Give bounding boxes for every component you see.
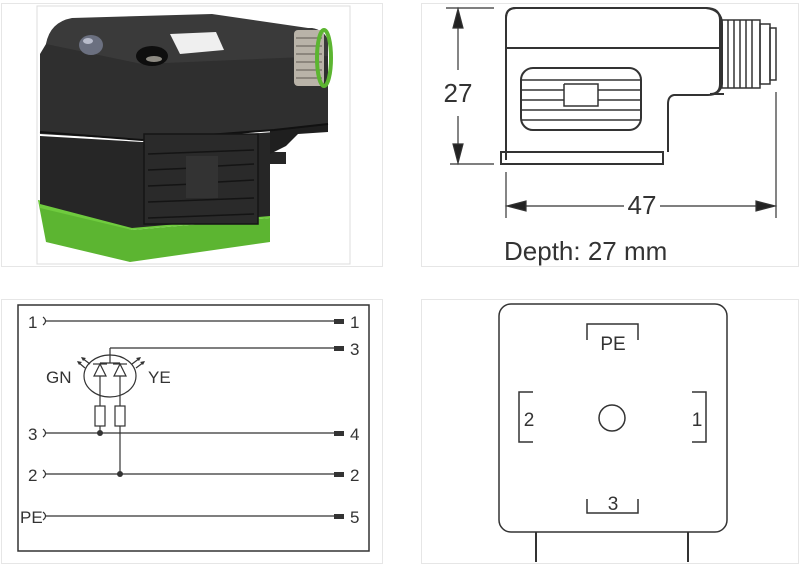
- product-photo-panel: [1, 3, 383, 267]
- right-pin-1: 1: [350, 313, 359, 332]
- wiring-diagram-panel: 1 3 2 PE 1 3 4 2 5 GN YE: [1, 299, 383, 564]
- width-label: 47: [628, 190, 657, 220]
- pin-2-label: 2: [524, 410, 535, 431]
- left-pin-2: 2: [28, 466, 37, 485]
- led-green-label: GN: [46, 368, 72, 387]
- left-pin-pe: PE: [20, 508, 43, 527]
- led-yellow-label: YE: [148, 368, 171, 387]
- left-pin-1: 1: [28, 313, 37, 332]
- pin-3-label: 3: [608, 494, 619, 515]
- right-pin-4: 4: [350, 425, 359, 444]
- dimension-drawing: 27 47 Depth: 27 mm: [444, 6, 778, 266]
- wiring-diagram: 1 3 2 PE 1 3 4 2 5 GN YE: [17, 304, 370, 552]
- right-pin-2: 2: [350, 466, 359, 485]
- depth-text: Depth: 27 mm: [504, 236, 667, 266]
- product-photo: [36, 5, 351, 265]
- pin-1-label: 1: [692, 410, 703, 431]
- height-label: 27: [444, 78, 473, 108]
- pinout-panel: PE 2 1 3: [421, 299, 799, 564]
- pinout-face: PE 2 1 3: [498, 303, 728, 562]
- dimension-drawing-panel: 27 47 Depth: 27 mm: [421, 3, 799, 267]
- pin-pe-label: PE: [600, 334, 625, 355]
- right-pin-5: 5: [350, 508, 359, 527]
- right-pin-3: 3: [350, 340, 359, 359]
- left-pin-3: 3: [28, 425, 37, 444]
